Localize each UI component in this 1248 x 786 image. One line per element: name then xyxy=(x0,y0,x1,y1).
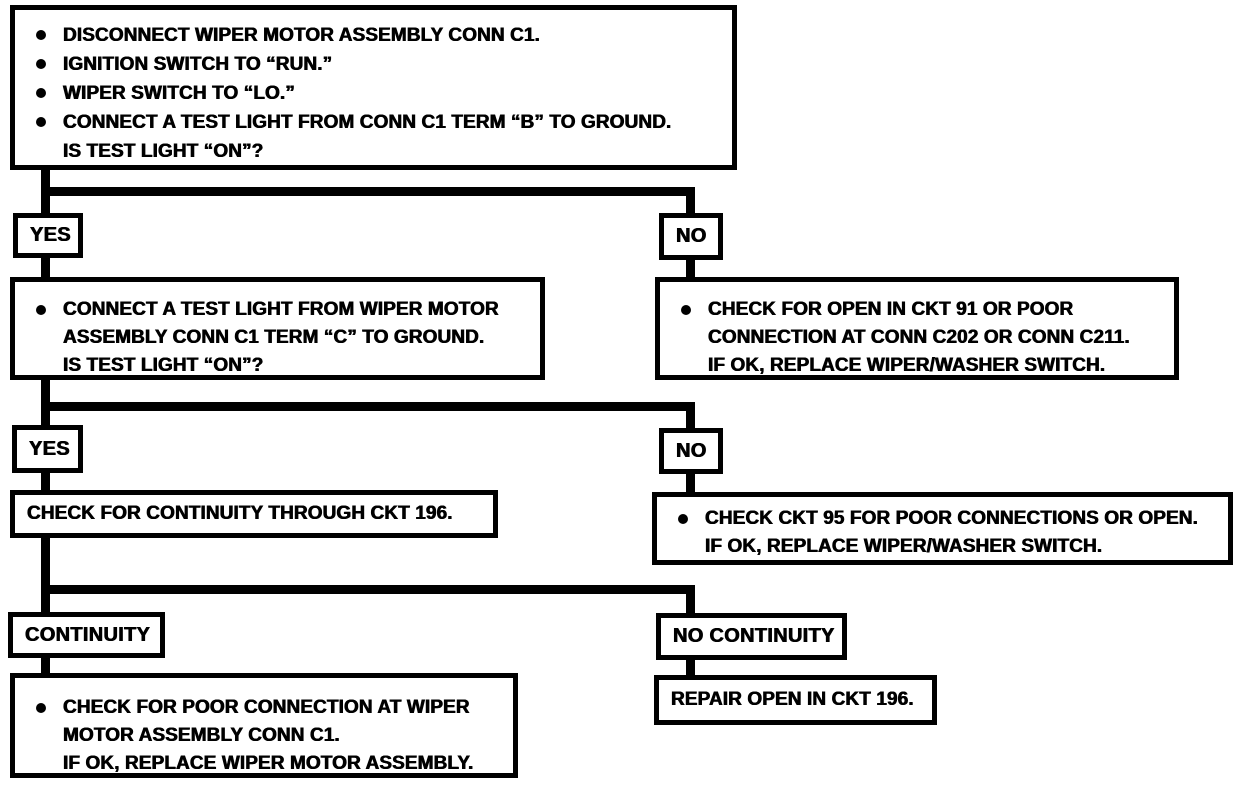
connector-line xyxy=(41,471,50,492)
connector-line xyxy=(41,585,695,594)
bullet-icon xyxy=(678,514,688,524)
step-text: IGNITION SWITCH TO “RUN.” xyxy=(63,54,333,75)
connector-line xyxy=(686,402,695,430)
step-text: CHECK FOR CONTINUITY THROUGH CKT 196. xyxy=(27,503,453,524)
connector-line xyxy=(41,187,695,196)
step-text: CONNECTION AT CONN C202 OR CONN C211. xyxy=(708,327,1130,348)
step-text: ASSEMBLY CONN C1 TERM “C” TO GROUND. xyxy=(63,327,485,348)
branch-label-text: NO xyxy=(676,439,707,462)
step-text: MOTOR ASSEMBLY CONN C1. xyxy=(63,725,340,746)
step-text: CHECK FOR OPEN IN CKT 91 OR POOR xyxy=(708,299,1074,320)
bullet-icon xyxy=(36,88,46,98)
action-check-conn-c1-node: CHECK FOR POOR CONNECTION AT WIPER MOTOR… xyxy=(10,673,518,778)
question-text: IS TEST LIGHT “ON”? xyxy=(63,141,264,162)
yes-branch-label-1: YES xyxy=(13,213,83,258)
step-text: DISCONNECT WIPER MOTOR ASSEMBLY CONN C1. xyxy=(63,25,540,46)
connector-line xyxy=(686,187,695,215)
branch-label-text: NO xyxy=(676,225,707,247)
action-check-ckt-95-node: CHECK CKT 95 FOR POOR CONNECTIONS OR OPE… xyxy=(652,492,1233,565)
step-text: IF OK, REPLACE WIPER MOTOR ASSEMBLY. xyxy=(63,753,474,774)
branch-label-text: NO CONTINUITY xyxy=(673,625,835,647)
continuity-branch-label: CONTINUITY xyxy=(8,612,165,658)
step-text: CHECK FOR POOR CONNECTION AT WIPER xyxy=(63,697,470,718)
connector-line xyxy=(41,656,50,675)
connector-line xyxy=(41,256,50,279)
no-branch-label-1: NO xyxy=(659,213,723,260)
action-check-ckt-91-node: CHECK FOR OPEN IN CKT 91 OR POOR CONNECT… xyxy=(655,277,1179,380)
question-text: IS TEST LIGHT “ON”? xyxy=(63,355,264,376)
bullet-icon xyxy=(681,305,691,315)
branch-label-text: CONTINUITY xyxy=(25,623,151,646)
step-text: WIPER SWITCH TO “LO.” xyxy=(63,83,295,104)
connector-line xyxy=(686,258,695,279)
start-node: DISCONNECT WIPER MOTOR ASSEMBLY CONN C1.… xyxy=(10,5,737,170)
bullet-icon xyxy=(36,305,46,315)
bullet-icon xyxy=(36,59,46,69)
yes-branch-label-2: YES xyxy=(12,425,83,473)
step-text: CONNECT A TEST LIGHT FROM WIPER MOTOR xyxy=(63,299,499,320)
step-text: CONNECT A TEST LIGHT FROM CONN C1 TERM “… xyxy=(63,112,672,133)
bullet-icon xyxy=(36,30,46,40)
bullet-icon xyxy=(36,117,46,127)
action-repair-ckt-196-node: REPAIR OPEN IN CKT 196. xyxy=(654,675,937,725)
action-check-continuity-node: CHECK FOR CONTINUITY THROUGH CKT 196. xyxy=(10,490,498,538)
branch-label-text: YES xyxy=(30,224,71,246)
no-branch-label-2: NO xyxy=(659,428,723,474)
bullet-icon xyxy=(36,703,46,713)
connector-line xyxy=(41,402,695,411)
action-test-term-c-node: CONNECT A TEST LIGHT FROM WIPER MOTOR AS… xyxy=(10,277,545,380)
connector-line xyxy=(686,473,695,494)
connector-line xyxy=(686,585,695,615)
step-text: IF OK, REPLACE WIPER/WASHER SWITCH. xyxy=(708,355,1106,376)
connector-line xyxy=(686,658,695,677)
step-text: IF OK, REPLACE WIPER/WASHER SWITCH. xyxy=(705,536,1103,557)
step-text: CHECK CKT 95 FOR POOR CONNECTIONS OR OPE… xyxy=(705,508,1198,529)
step-text: REPAIR OPEN IN CKT 196. xyxy=(671,689,914,710)
branch-label-text: YES xyxy=(29,437,70,460)
no-continuity-branch-label: NO CONTINUITY xyxy=(656,613,847,660)
connector-line xyxy=(41,536,50,614)
